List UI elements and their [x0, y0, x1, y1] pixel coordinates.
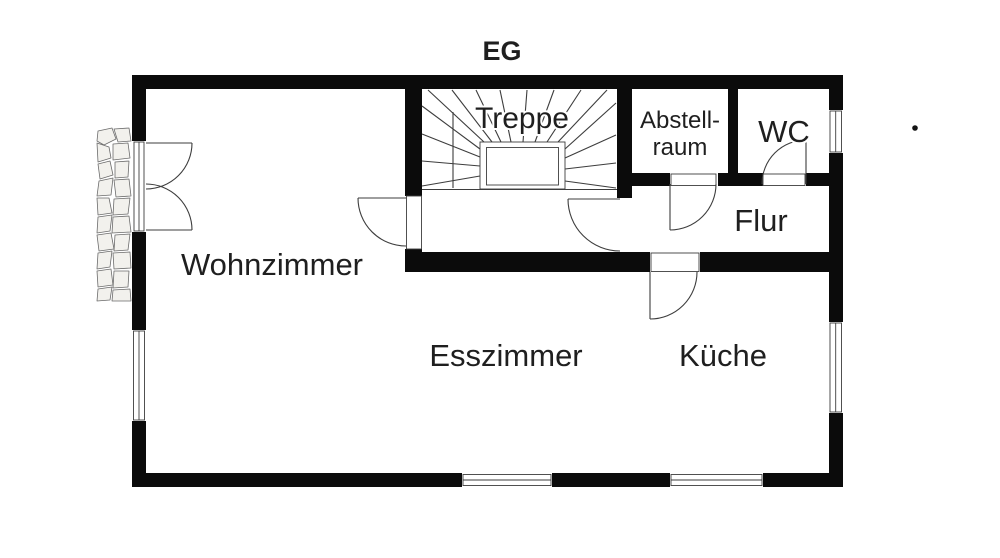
door-flur [567, 198, 621, 252]
floor-title: EG [482, 36, 521, 66]
window-wc [829, 110, 842, 153]
room-label-wc: WC [758, 114, 810, 149]
marker-dot [912, 125, 918, 131]
room-label-wohnzimmer: Wohnzimmer [181, 247, 363, 282]
room-label-kueche: Küche [679, 338, 767, 373]
doors [133, 139, 807, 320]
window-bottom-kueche [670, 474, 763, 486]
room-label-abstellraum-line2: raum [653, 134, 708, 161]
room-label-abstellraum-line1: Abstell- [640, 107, 720, 134]
room-label-esszimmer: Esszimmer [429, 338, 582, 373]
window-kueche [829, 322, 842, 413]
window-left-wohnzimmer [133, 330, 145, 421]
room-label-treppe: Treppe [475, 102, 569, 135]
door-wc [761, 139, 807, 186]
window-bottom-esszimmer [462, 474, 552, 486]
interior-walls [405, 87, 829, 272]
door-abstellraum [669, 173, 717, 231]
door-kueche [649, 252, 700, 320]
door-wohnzimmer [357, 195, 422, 250]
door-french-wohnzimmer [133, 141, 193, 232]
stair-landing [479, 141, 566, 190]
stone-texture [96, 127, 132, 302]
staircase [421, 89, 617, 191]
outer-walls [132, 75, 843, 487]
windows [133, 110, 842, 486]
room-label-flur: Flur [734, 203, 787, 238]
